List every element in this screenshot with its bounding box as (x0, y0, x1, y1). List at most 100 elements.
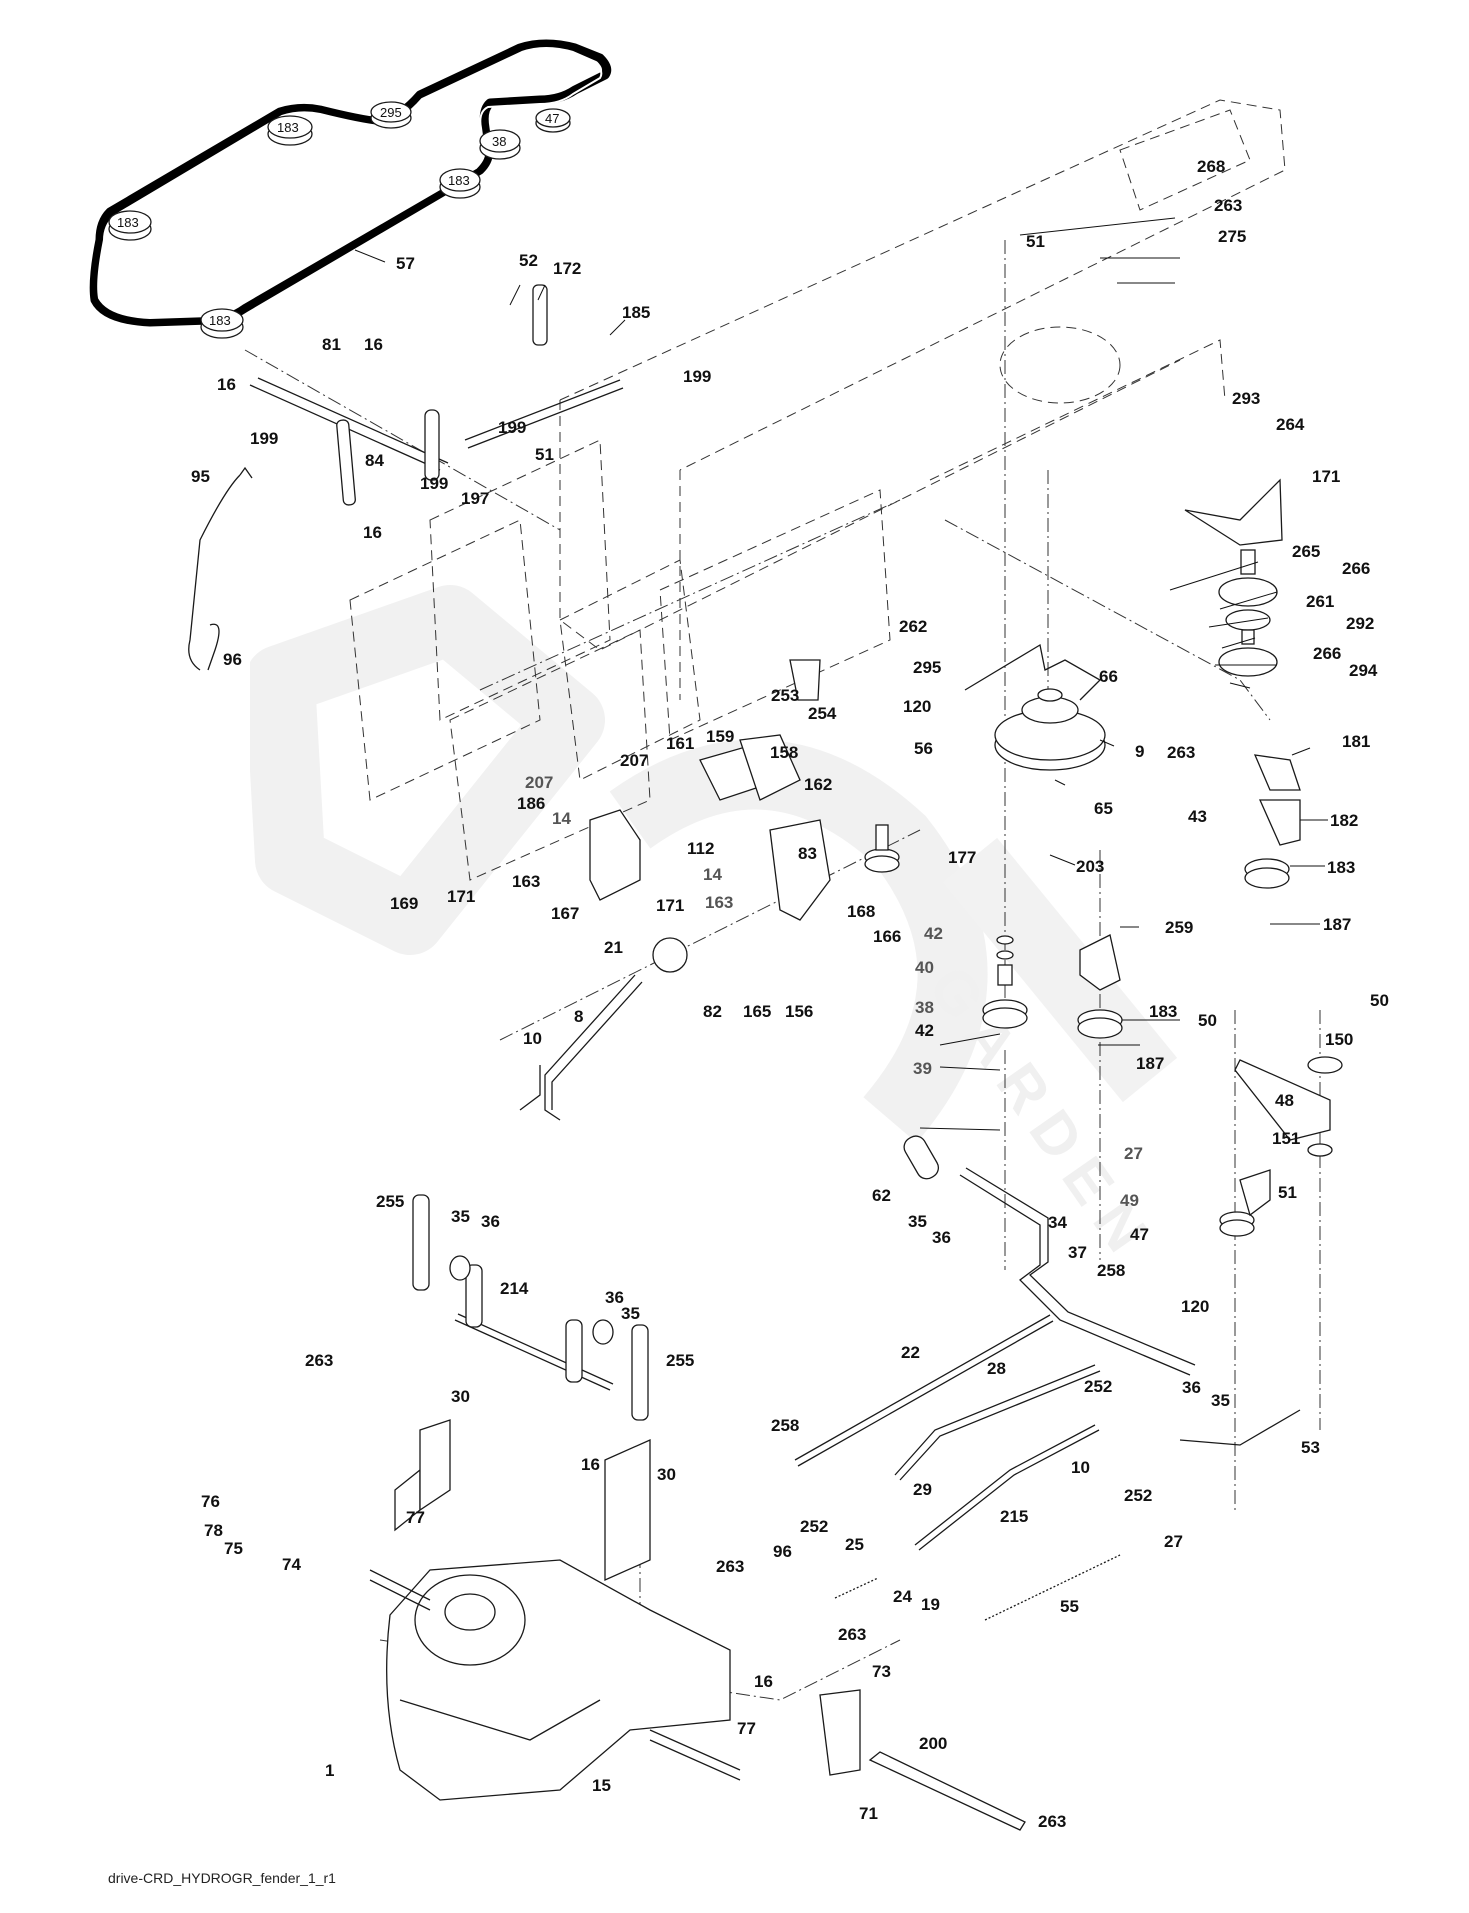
callout-262: 262 (899, 617, 928, 636)
callout-161: 161 (666, 734, 695, 753)
callout-84: 84 (365, 451, 384, 470)
belt-pulleys: 295 183 47 38 183 183 183 (108, 101, 571, 339)
callout-168: 168 (847, 902, 876, 921)
callout-172: 172 (553, 259, 582, 278)
callout-187: 187 (1323, 915, 1352, 934)
callout-266: 266 (1342, 559, 1371, 578)
callout-10: 10 (1071, 1458, 1090, 1477)
callout-16: 16 (363, 523, 382, 542)
callout-27: 27 (1124, 1144, 1143, 1163)
bracket-71 (819, 1689, 1026, 1831)
callout-14: 14 (552, 809, 571, 828)
callout-171: 171 (1312, 467, 1341, 486)
callout-258: 258 (771, 1416, 800, 1435)
callout-28: 28 (987, 1359, 1006, 1378)
callout-199: 199 (498, 418, 527, 437)
callout-199: 199 (420, 474, 449, 493)
callout-166: 166 (873, 927, 902, 946)
belt-pulley (479, 129, 521, 160)
callout-40: 40 (915, 958, 934, 977)
callout-77: 77 (737, 1719, 756, 1738)
idler-brackets (589, 659, 831, 921)
callout-182: 182 (1330, 811, 1359, 830)
callout-156: 156 (785, 1002, 814, 1021)
callout-275: 275 (1218, 227, 1247, 246)
callout-75: 75 (224, 1539, 243, 1558)
callout-169: 169 (390, 894, 419, 913)
callout-35: 35 (451, 1207, 470, 1226)
callout-197: 197 (461, 489, 490, 508)
callout-200: 200 (919, 1734, 948, 1753)
callout-263: 263 (838, 1625, 867, 1644)
callout-215: 215 (1000, 1507, 1029, 1526)
callout-263: 263 (1214, 196, 1243, 215)
callout-9: 9 (1135, 742, 1145, 761)
callout-258: 258 (1097, 1261, 1126, 1280)
callout-171: 171 (447, 887, 476, 906)
callout-27: 27 (1164, 1532, 1183, 1551)
callout-214: 214 (500, 1279, 529, 1298)
callout-171: 171 (656, 896, 685, 915)
callout-50: 50 (1198, 1011, 1217, 1030)
linkage-rods (794, 1314, 1301, 1551)
callout-292: 292 (1346, 614, 1375, 633)
callout-120: 120 (1181, 1297, 1210, 1316)
belt-pulley (108, 210, 152, 241)
callout-261: 261 (1306, 592, 1335, 611)
callout-71: 71 (859, 1804, 878, 1823)
callout-52: 52 (519, 251, 538, 270)
callout-163: 163 (512, 872, 541, 891)
callout-259: 259 (1165, 918, 1194, 937)
callout-265: 265 (1292, 542, 1321, 561)
cross-shaft-214 (412, 1194, 649, 1421)
callout-186: 186 (517, 794, 546, 813)
pulley-tag: 183 (117, 215, 139, 230)
callout-185: 185 (622, 303, 651, 322)
idler-arm-48 (1219, 1056, 1343, 1237)
callout-78: 78 (204, 1521, 223, 1540)
callout-207: 207 (525, 773, 554, 792)
callout-120: 120 (903, 697, 932, 716)
callout-150: 150 (1325, 1030, 1354, 1049)
callout-35: 35 (1211, 1391, 1230, 1410)
callout-203: 203 (1076, 857, 1105, 876)
callout-21: 21 (604, 938, 623, 957)
callout-264: 264 (1276, 415, 1305, 434)
callout-177: 177 (948, 848, 977, 867)
callout-22: 22 (901, 1343, 920, 1362)
callout-293: 293 (1232, 389, 1261, 408)
callout-42: 42 (924, 924, 943, 943)
pulley-tag: 47 (545, 111, 559, 126)
callout-30: 30 (451, 1387, 470, 1406)
callout-151: 151 (1272, 1129, 1301, 1148)
callout-51: 51 (1026, 232, 1045, 251)
callout-268: 268 (1197, 157, 1226, 176)
callout-50: 50 (1370, 991, 1389, 1010)
callout-253: 253 (771, 686, 800, 705)
transaxle (369, 1559, 741, 1801)
callout-30: 30 (657, 1465, 676, 1484)
diagram-caption: drive-CRD_HYDROGR_fender_1_r1 (108, 1870, 336, 1886)
callout-158: 158 (770, 743, 799, 762)
callout-263: 263 (305, 1351, 334, 1370)
callout-15: 15 (592, 1776, 611, 1795)
pulley-stack-right (1184, 478, 1301, 889)
callout-266: 266 (1313, 644, 1342, 663)
pulley-tag: 183 (277, 120, 299, 135)
callout-42: 42 (915, 1021, 934, 1040)
callout-207: 207 (620, 751, 649, 770)
callout-252: 252 (1124, 1486, 1153, 1505)
callout-47: 47 (1130, 1225, 1149, 1244)
belt-pulley (200, 308, 244, 339)
callout-57: 57 (396, 254, 415, 273)
callout-55: 55 (1060, 1597, 1079, 1616)
callout-163: 163 (705, 893, 734, 912)
callout-95: 95 (191, 467, 210, 486)
callout-16: 16 (364, 335, 383, 354)
variable-pulley (964, 643, 1106, 771)
callout-37: 37 (1068, 1243, 1087, 1262)
callout-76: 76 (201, 1492, 220, 1511)
belt-pulley (535, 108, 571, 133)
callout-36: 36 (1182, 1378, 1201, 1397)
